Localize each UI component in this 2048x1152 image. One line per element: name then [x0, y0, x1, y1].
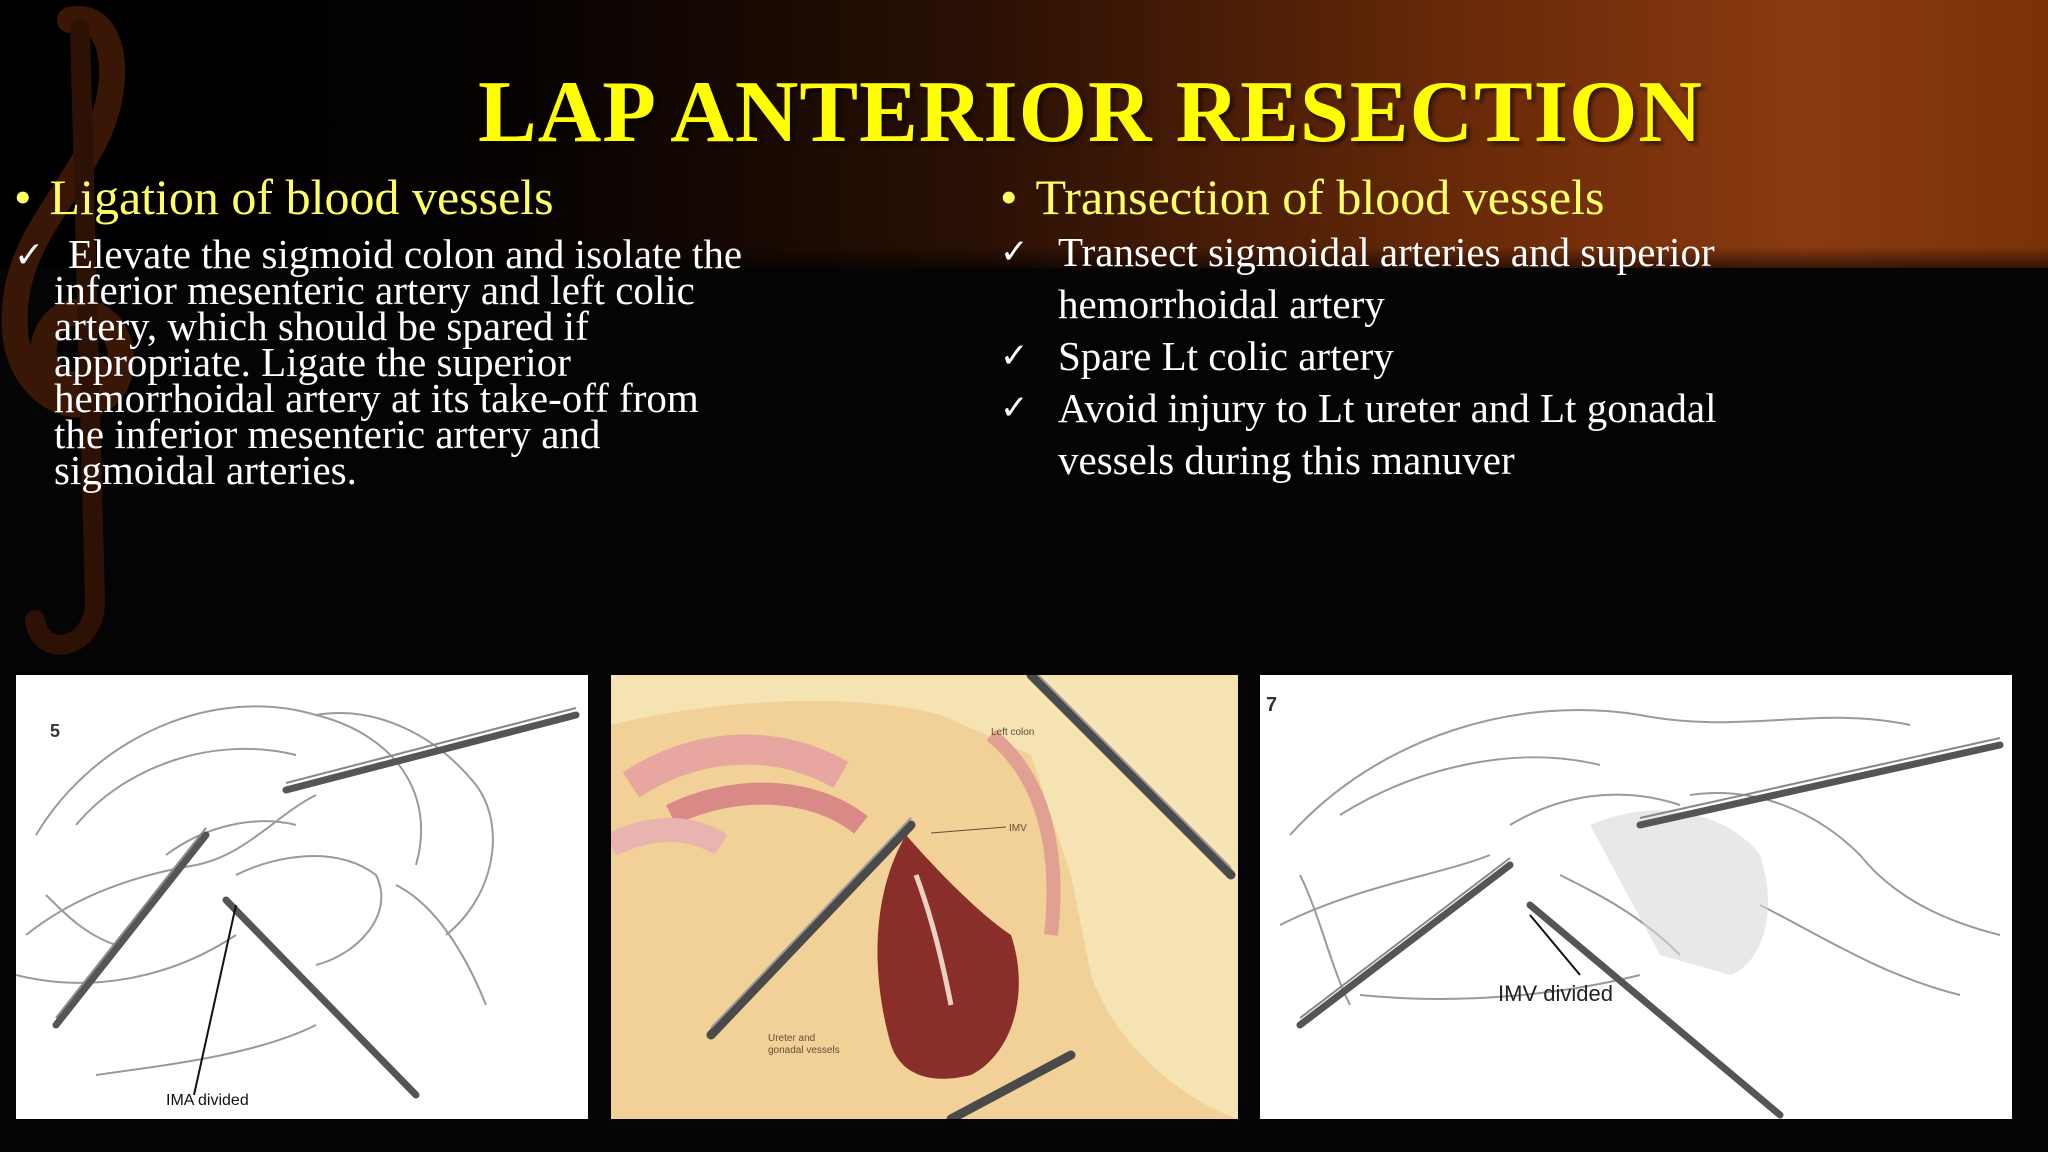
figure-number: 7: [1266, 694, 1277, 716]
checkmark-icon: ✓: [1000, 388, 1029, 428]
paragraph-line: the inferior mesenteric artery and: [54, 411, 601, 457]
figure-label-left-colon: Left colon: [991, 727, 1034, 738]
treble-clef-decoration: [1, 6, 134, 655]
check-list-item: ✓ Transect sigmoidal arteries and superi…: [1000, 226, 2020, 330]
header-fade: [0, 0, 2048, 268]
right-heading-text: Transection of blood vessels: [1035, 169, 1605, 225]
left-check-paragraph: ✓ Elevate the sigmoid colon and isolate …: [14, 231, 894, 493]
paragraph-line: sigmoidal arteries.: [54, 447, 357, 493]
check-list-item: ✓ Avoid injury to Lt ureter and Lt gonad…: [1000, 382, 2020, 486]
checkmark-icon: ✓: [1000, 232, 1029, 272]
left-column: • Ligation of blood vessels ✓ Elevate the…: [14, 168, 894, 493]
figure-label: IMV divided: [1498, 981, 1613, 1006]
paragraph-line: Elevate the sigmoid colon and isolate th…: [68, 231, 743, 277]
figure-number: 5: [50, 721, 60, 741]
paragraph-line: inferior mesenteric artery and left coli…: [54, 267, 695, 313]
figure-imv-divided: 7 IMV divided: [1260, 675, 2012, 1119]
paragraph-line: artery, which should be spared if: [54, 303, 589, 349]
item-line: hemorrhoidal artery: [1058, 281, 1385, 327]
item-line: Transect sigmoidal arteries and superior: [1058, 229, 1715, 275]
bullet-dot: •: [14, 169, 32, 225]
bullet-dot: •: [1000, 169, 1018, 225]
slide-title: LAP ANTERIOR RESECTION: [478, 64, 1703, 161]
item-line: vessels during this manuver: [1058, 437, 1515, 483]
paragraph-line: appropriate. Ligate the superior: [54, 339, 571, 385]
surgical-illustration-2: Left colon IMV Ureter and gonadal vessel…: [611, 675, 1238, 1119]
checkmark-icon: ✓: [1000, 336, 1029, 376]
right-heading: • Transection of blood vessels: [1000, 168, 2020, 226]
figure-color-illustration: Left colon IMV Ureter and gonadal vessel…: [611, 675, 1238, 1119]
figure-ima-divided: 5 IMA divided: [16, 675, 588, 1119]
paragraph-line: hemorrhoidal artery at its take-off from: [54, 375, 699, 421]
item-line: Spare Lt colic artery: [1058, 333, 1394, 379]
surgical-illustration-1: 5 IMA divided: [16, 675, 588, 1119]
figure-label-gonadal: gonadal vessels: [768, 1045, 840, 1056]
right-check-list: ✓ Transect sigmoidal arteries and superi…: [1000, 226, 2020, 486]
checkmark-icon: ✓: [14, 235, 45, 276]
left-heading-text: Ligation of blood vessels: [49, 169, 554, 225]
figure-label-imv: IMV: [1009, 823, 1027, 834]
item-line: Avoid injury to Lt ureter and Lt gonadal: [1058, 385, 1717, 431]
surgical-illustration-3: 7 IMV divided: [1260, 675, 2012, 1119]
figure-label: IMA divided: [166, 1092, 249, 1109]
right-column: • Transection of blood vessels ✓ Transect…: [1000, 168, 2020, 486]
left-heading: • Ligation of blood vessels: [14, 168, 894, 226]
check-list-item: ✓ Spare Lt colic artery: [1000, 330, 2020, 382]
figure-label-ureter: Ureter and: [768, 1033, 815, 1044]
